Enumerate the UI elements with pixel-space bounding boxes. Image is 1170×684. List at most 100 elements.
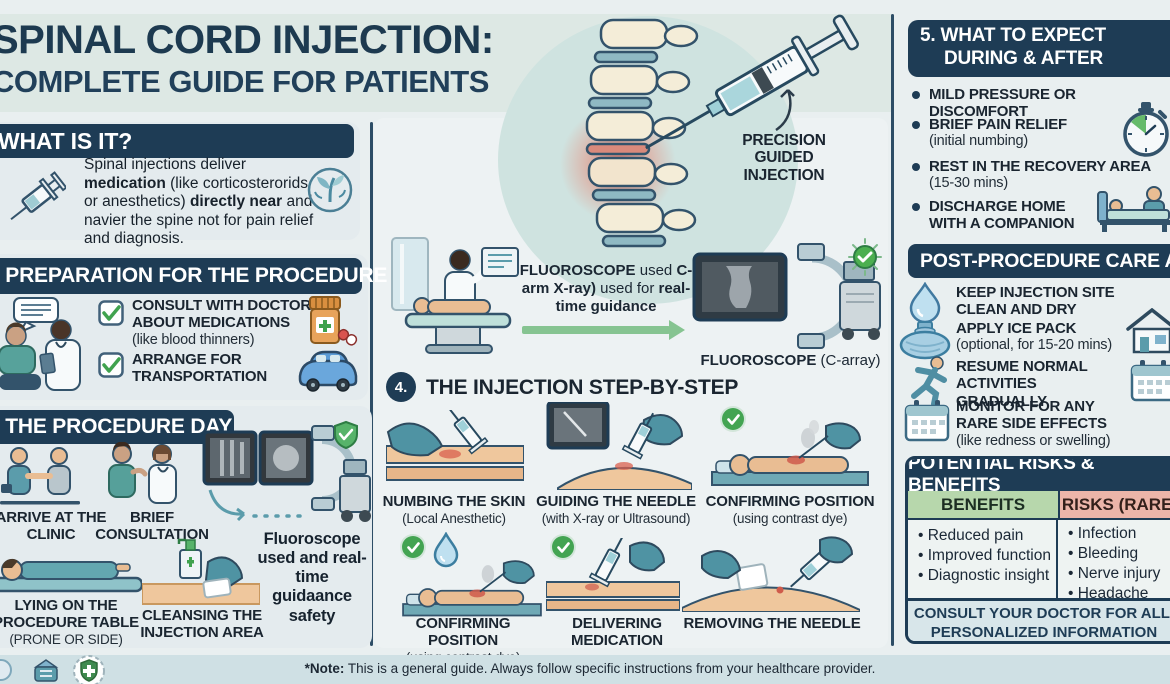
fluoroscope-note: Fluoroscope used and real-time guidaance… <box>257 530 367 625</box>
care-item-2-label: APPLY ICE PACK <box>956 320 1077 337</box>
ice-pack-icon <box>899 321 951 360</box>
bullet-dot <box>912 163 920 171</box>
expect-header-bar: 5. WHAT TO EXPECT DURING & AFTER <box>908 20 1170 77</box>
care-item-4-label: MONITOR FOR ANY RARE SIDE EFFECTS <box>956 398 1107 433</box>
contrast-droplet-icon <box>433 532 459 568</box>
lying-label-sub: (PRONE OR SIDE) <box>9 631 123 647</box>
care-header-bar: POST-PROCEDURE CARE AT HOME <box>908 244 1170 278</box>
checkbox-icon <box>98 352 124 378</box>
checkbox-icon <box>98 300 124 326</box>
spine-illustration <box>560 18 699 248</box>
bullet-dot <box>912 203 920 211</box>
stopwatch-icon <box>1123 102 1169 157</box>
check-icon <box>722 408 744 430</box>
check-icon <box>552 536 574 558</box>
expect-item-3-text: REST IN THE RECOVERY AREA <box>929 158 1151 175</box>
bullet-dot <box>912 121 920 129</box>
consult-note-line1: CONSULT YOUR DOCTOR FOR ALL. <box>913 605 1170 622</box>
arrive-clinic-icon <box>0 447 80 505</box>
guidance-text: FLUOROSCOPE used C-arm X-ray) used for r… <box>519 262 693 315</box>
expect-item-4: DISCHARGE HOME WITH A COMPANION <box>912 198 1102 233</box>
benefits-list: Reduced pain Improved function Diagnosti… <box>908 520 1058 598</box>
guiding-needle-illustration <box>546 402 692 490</box>
page-title-line1: SPINAL CORD INJECTION: <box>0 18 494 62</box>
benefits-column-header: BENEFITS <box>908 491 1060 518</box>
prep-item-1-sub: (like blood thinners) <box>132 331 255 348</box>
numbing-skin-illustration <box>386 410 524 481</box>
care-item-3-label: RESUME NORMAL ACTIVITIES GRADUALLY <box>956 358 1088 410</box>
house-icon <box>1126 308 1170 354</box>
shield-certification-icon <box>73 655 105 684</box>
step1-label: NUMBING THE SKIN (Local Anesthetic) <box>378 493 530 526</box>
calendar-icon <box>1130 360 1170 402</box>
what-is-it-header-bar: WHAT IS IT? <box>0 124 354 158</box>
care-item-2-sub: (optional, for 15-20 mins) <box>956 337 1112 354</box>
risks-benefits-header: POTENTIAL RISKS & BENEFITS <box>908 459 1170 496</box>
syringe-hero-icon <box>645 14 859 150</box>
cleansing-icon <box>142 538 260 605</box>
prep-item-1: CONSULT WITH DOCTOR ABOUT MEDICATIONS (l… <box>132 297 314 349</box>
risk-item: Infection <box>1068 524 1170 544</box>
what-is-it-header-label: WHAT IS IT? <box>0 127 133 154</box>
care-item-1-label: KEEP INJECTION SITE CLEAN AND DRY <box>956 284 1115 319</box>
expect-item-4-label: DISCHARGE HOME WITH A COMPANION <box>929 198 1075 233</box>
risk-item: Nerve injury <box>1068 564 1170 584</box>
benefit-item: Diagnostic insight <box>918 566 1052 586</box>
droplet-icon <box>909 282 941 324</box>
step6-label: REMOVING THE NEEDLE <box>676 615 868 633</box>
runner-icon <box>911 356 947 406</box>
syringe-icon <box>10 171 66 221</box>
care-item-3: RESUME NORMAL ACTIVITIES GRADUALLY <box>956 358 1131 410</box>
doctor-patient-icon <box>0 297 81 391</box>
step2-label-text: GUIDING THE NEEDLE <box>536 493 696 510</box>
lying-patient-label: LYING ON THE PROCEDURE TABLE (PRONE OR S… <box>0 597 148 647</box>
care-header-label: POST-PROCEDURE CARE AT HOME <box>920 249 1170 272</box>
step5-label: DELIVERING MEDICATION <box>556 615 678 650</box>
check-icon <box>402 536 424 558</box>
plant-sprout-icon <box>307 167 353 213</box>
xray-c-arm-icon <box>202 420 371 522</box>
procedure-table-illustration <box>391 237 519 354</box>
removing-needle-illustration <box>682 536 860 612</box>
expect-item-3: REST IN THE RECOVERY AREA (15-30 mins) <box>912 158 1170 192</box>
check-sparkle-icon <box>848 238 882 276</box>
step3-label-text: CONFIRMING POSITION <box>705 493 875 510</box>
expect-header-line1: 5. WHAT TO EXPECT <box>920 25 1106 46</box>
step5-label-text: DELIVERING MEDICATION <box>571 615 663 649</box>
expect-item-2-label: BRIEF PAIN RELIEF (initial numbing) <box>929 116 1067 150</box>
preparation-header-bar: . PREPARATION FOR THE PROCEDURE <box>0 258 387 294</box>
procedure-day-header-bar: . THE PROCEDURE DAY <box>0 410 234 444</box>
precision-arrow-icon <box>775 89 795 132</box>
expect-item-2-sub: (initial numbing) <box>929 133 1028 150</box>
consult-note-line2: PERSONALIZED INFORMATION <box>930 623 1158 641</box>
fluoroscope-machine-illustration <box>692 243 881 349</box>
arrive-clinic-label: ARRIVE AT THE CLINIC <box>0 509 107 543</box>
brief-consultation-icon <box>108 442 177 504</box>
risk-item: Headache <box>1068 584 1170 604</box>
recovery-bed-icon <box>1097 186 1170 232</box>
step3-sub: (using contrast dye) <box>732 510 848 526</box>
footer-note: *Note: This is a general guide. Always f… <box>304 661 876 676</box>
precision-guided-label: PRECISION GUIDED INJECTION <box>742 132 826 184</box>
what-is-it-body: Spinal injections deliver medication (li… <box>84 156 314 248</box>
lying-label-text: LYING ON THE PROCEDURE TABLE <box>0 597 139 631</box>
expect-header-line2: DURING & AFTER <box>944 47 1104 69</box>
left-column-divider <box>370 122 373 646</box>
care-item-1: KEEP INJECTION SITE CLEAN AND DRY <box>956 284 1126 319</box>
expect-item-1-label: MILD PRESSURE OR DISCOMFORT <box>929 86 1076 121</box>
calendar-icon <box>904 400 950 442</box>
medical-emblem-icon <box>33 659 59 682</box>
delivering-medication-illustration <box>546 538 680 611</box>
care-item-2: APPLY ICE PACK (optional, for 15-20 mins… <box>956 320 1136 354</box>
expect-item-3-sub: (15-30 mins) <box>929 175 1008 192</box>
consult-doctor-note: CONSULT YOUR DOCTOR FOR ALL. PERSONALIZE… <box>908 598 1170 641</box>
prep-item-2: ARRANGE FOR TRANSPORTATION <box>132 351 297 386</box>
benefit-item: Improved function <box>918 546 1052 566</box>
step3-label: CONFIRMING POSITION (using contrast dye) <box>700 493 880 526</box>
step6-label-text: REMOVING THE NEEDLE <box>683 615 861 632</box>
expect-item-3-label: REST IN THE RECOVERY AREA (15-30 mins) <box>929 158 1151 192</box>
benefit-item: Reduced pain <box>918 526 1052 546</box>
lying-patient-icon <box>0 558 142 593</box>
risks-list: Infection Bleeding Nerve injury Headache <box>1058 520 1170 602</box>
car-icon <box>298 350 358 392</box>
